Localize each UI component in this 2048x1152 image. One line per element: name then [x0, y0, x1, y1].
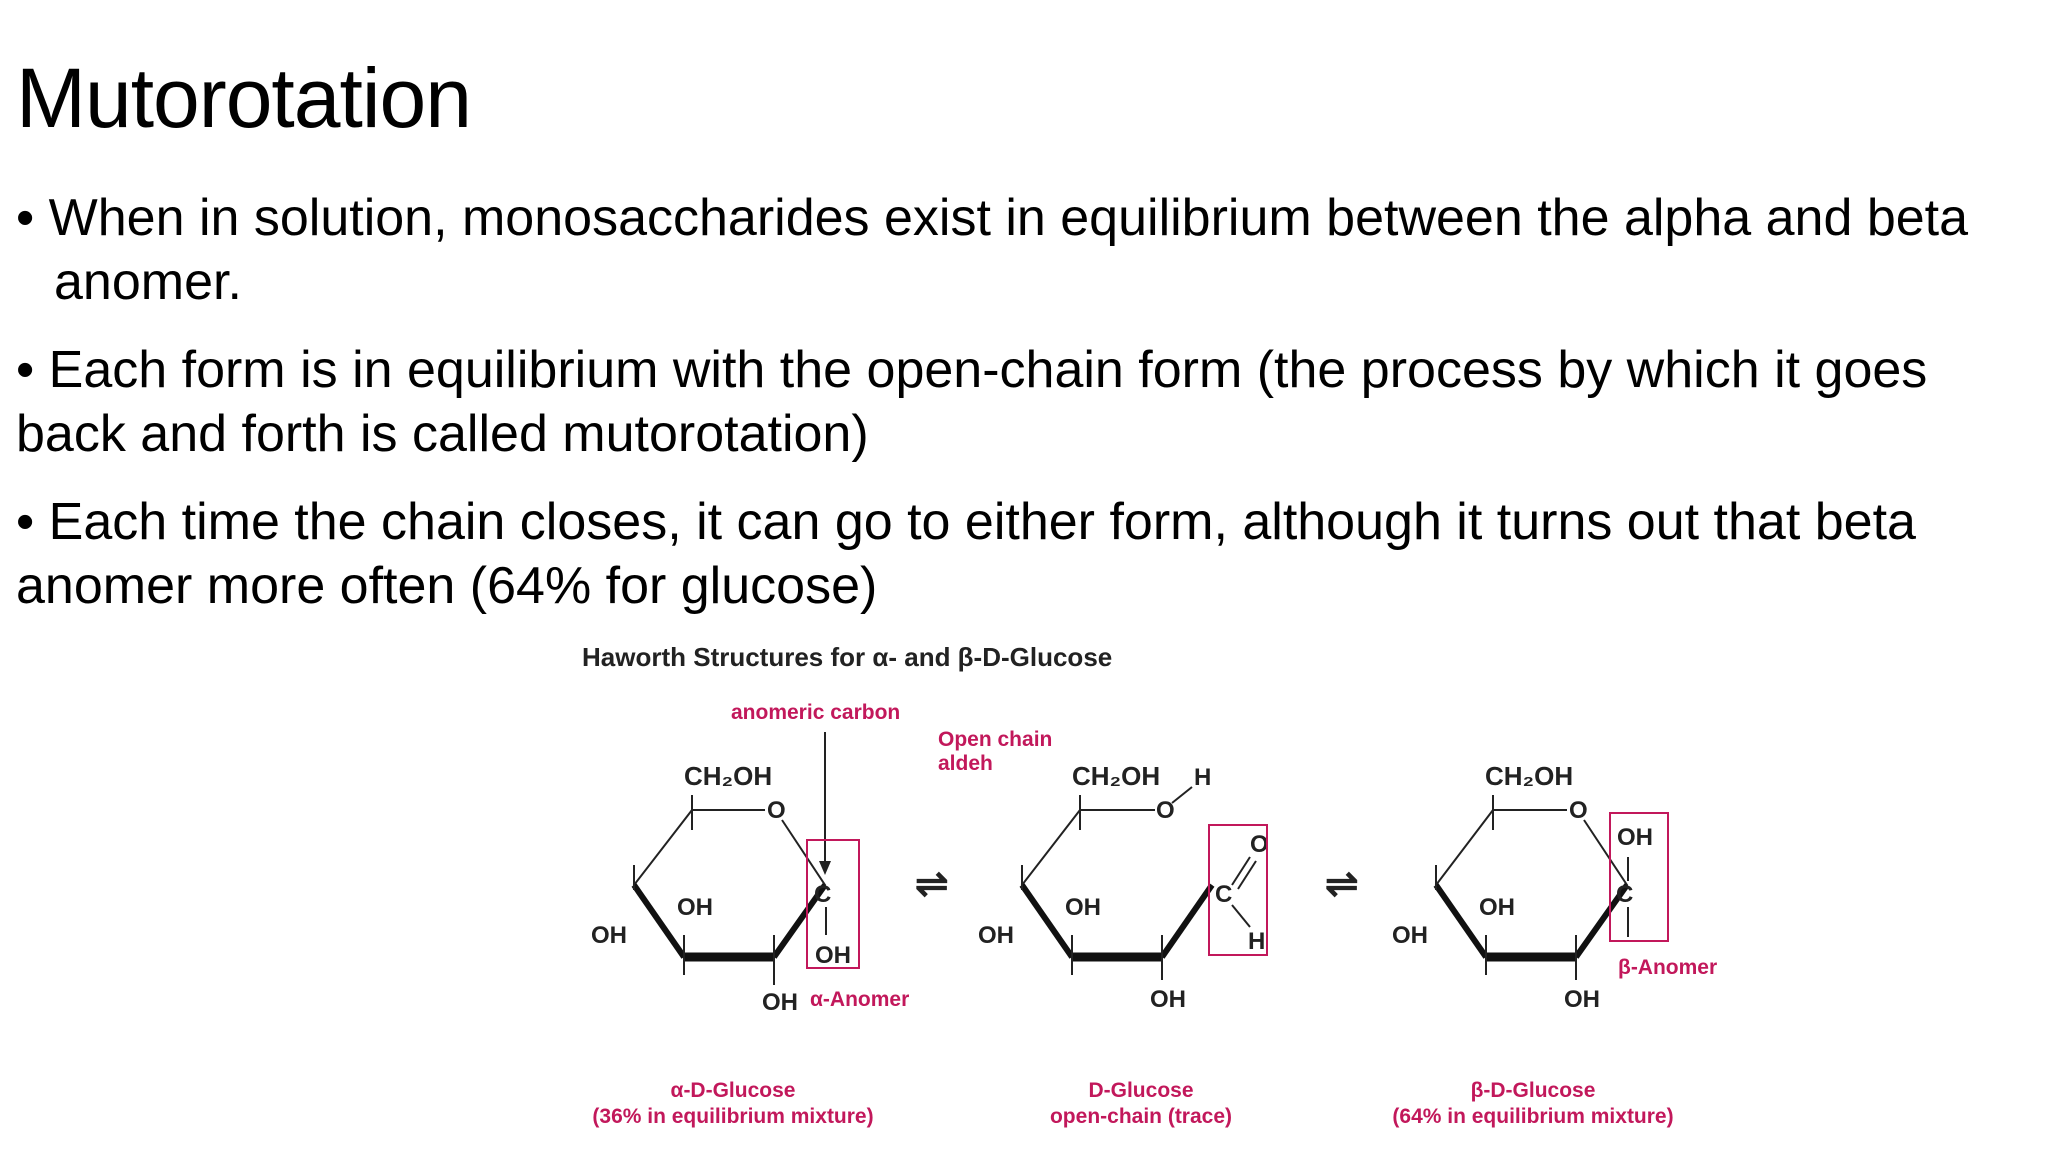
caption-beta-percent: (64% in equilibrium mixture): [1392, 1105, 1673, 1128]
anomeric-highlight-box: [806, 839, 860, 969]
oh-label-beta: OH: [1617, 824, 1653, 851]
aldehyde-h-label: H: [1248, 928, 1265, 955]
equilibrium-arrow-icon-2: ⇌: [1325, 862, 1359, 906]
bullet-1: • When in solution, monosaccharides exis…: [16, 189, 1969, 311]
caption-open-name: D-Glucose: [1088, 1079, 1193, 1102]
caption-alpha-name: α-D-Glucose: [671, 1079, 796, 1102]
caption-open-trace: open-chain (trace): [1050, 1105, 1232, 1128]
anomeric-c-label: C: [814, 881, 831, 908]
arrow-down-icon: [819, 861, 831, 875]
ch2oh-label: CH₂OH: [684, 761, 772, 791]
open-chain-structure: Open chain aldeh CH₂OH H O OH OH OH C O …: [938, 728, 1269, 1013]
bullet-2: • Each form is in equilibrium with the o…: [16, 341, 1928, 463]
equilibrium-arrow-icon: ⇌: [915, 862, 949, 906]
anomeric-c-label-beta: C: [1616, 881, 1633, 908]
alpha-anomer-label: α-Anomer: [810, 988, 909, 1011]
haworth-diagram: .ink { fill: #222; font-family: "Liberat…: [582, 642, 1717, 1128]
anomeric-carbon-label: anomeric carbon: [731, 701, 900, 724]
oh-label-open-c2: OH: [1150, 986, 1186, 1013]
beta-glucose-structure: CH₂OH O OH OH OH C OH β-Anomer: [1392, 761, 1717, 1013]
caption-beta-name: β-D-Glucose: [1471, 1079, 1596, 1102]
bullet-3: • Each time the chain closes, it can go …: [16, 493, 1916, 615]
ring-oxygen-label: O: [767, 797, 786, 824]
ring-oxygen-label-beta: O: [1569, 797, 1588, 824]
oh-label-open-c4: OH: [978, 922, 1014, 949]
open-chain-label-2: aldeh: [938, 752, 993, 775]
ch2oh-label-open: CH₂OH: [1072, 761, 1160, 791]
oh-label-open-c3: OH: [1065, 894, 1101, 921]
ch2oh-label-beta: CH₂OH: [1485, 761, 1573, 791]
oh-label-beta-c2: OH: [1564, 986, 1600, 1013]
oh-label-c4: OH: [591, 922, 627, 949]
caption-alpha-percent: (36% in equilibrium mixture): [592, 1105, 873, 1128]
oh-label-beta-c3: OH: [1479, 894, 1515, 921]
beta-anomer-label: β-Anomer: [1618, 956, 1717, 979]
haworth-figure: .ink { fill: #222; font-family: "Liberat…: [560, 635, 1760, 1152]
anomeric-highlight-box-beta: [1609, 812, 1669, 942]
figure-title: Haworth Structures for α- and β-D-Glucos…: [582, 642, 1112, 672]
slide-title: Mutorotation: [16, 51, 472, 145]
aldehyde-o-label: O: [1250, 831, 1269, 858]
oh-label-c3: OH: [677, 894, 713, 921]
oh-label-c2: OH: [762, 989, 798, 1016]
aldehyde-c-label: C: [1215, 881, 1232, 908]
oh-label-alpha: OH: [815, 942, 851, 969]
alpha-glucose-structure: anomeric carbon CH₂OH O OH OH OH C OH: [591, 701, 909, 1016]
h-label-open: H: [1194, 764, 1211, 791]
hydroxyl-o-label: O: [1156, 797, 1175, 824]
oh-label-beta-c4: OH: [1392, 922, 1428, 949]
aldehyde-highlight-box: [1208, 824, 1268, 956]
open-chain-label: Open chain: [938, 728, 1052, 751]
